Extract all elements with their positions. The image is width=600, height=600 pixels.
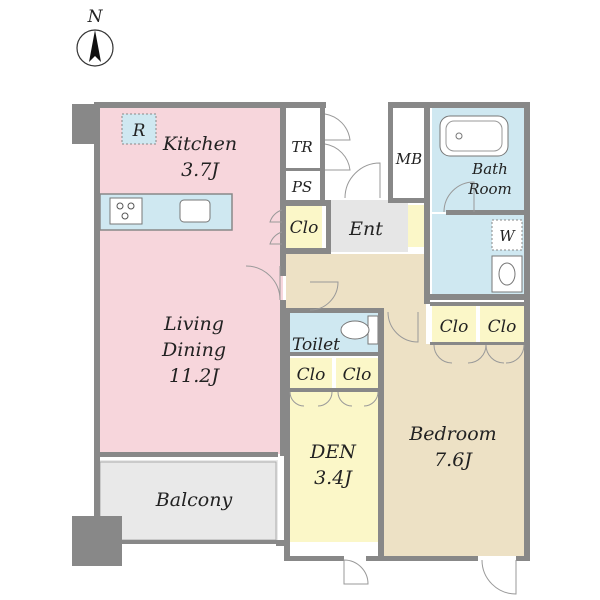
door-entrance (344, 162, 381, 199)
door-bath (443, 181, 475, 213)
shoe-box-area (408, 205, 424, 247)
toilet-label: Toilet (292, 335, 340, 355)
fridge-label: R (132, 121, 146, 141)
door-tr (324, 113, 351, 141)
mb-area (392, 106, 426, 202)
door-ps (324, 143, 351, 171)
entry-closet-area (286, 206, 322, 248)
door-bedroom (387, 311, 419, 343)
bedroom-size: 7.6J (434, 449, 473, 471)
north-arrow-icon (89, 30, 101, 62)
washbasin-icon (491, 255, 523, 293)
den-closet-2-area (336, 358, 378, 390)
doors (245, 113, 525, 595)
fridge-box (121, 113, 157, 145)
tr-label: TR (291, 138, 312, 156)
stove-icon (109, 197, 143, 225)
room-labels: R Kitchen 3.7J TR PS MB Bath Room Clo En… (132, 121, 517, 511)
mb-label: MB (395, 150, 422, 168)
sink-icon (179, 199, 211, 223)
north-compass: N (76, 7, 114, 67)
bedroom-closet-1-label: Clo (440, 317, 469, 337)
den-size: 3.4J (314, 467, 353, 489)
bedroom-closet-1-area (432, 306, 476, 342)
door-closet-bottom (269, 231, 283, 245)
den-closet-1-area (290, 358, 332, 390)
kitchen-size: 3.7J (181, 159, 220, 181)
washer-box (491, 219, 523, 251)
bathtub-icon (439, 115, 509, 157)
tr-ps-area (285, 106, 321, 202)
den-label: DEN (309, 441, 357, 463)
living-area (98, 106, 283, 454)
bath-label-2: Room (467, 180, 512, 198)
kitchen-label: Kitchen (162, 133, 237, 155)
ps-label: PS (291, 178, 312, 196)
door-living (245, 265, 281, 301)
entry-closet-label: Clo (290, 218, 319, 238)
bedroom-area (384, 310, 524, 556)
compass-label: N (87, 7, 104, 27)
living-size: 11.2J (169, 365, 220, 387)
fixtures (99, 113, 523, 541)
door-bedroom-bottom (481, 559, 517, 595)
bedroom-closet-2-label: Clo (488, 317, 517, 337)
bedroom-closet-2-area (480, 306, 524, 342)
living-label-2: Dining (161, 339, 226, 361)
den-area (290, 392, 378, 542)
entrance-area (330, 200, 408, 252)
hallway-area (286, 254, 426, 310)
walls (72, 102, 530, 566)
bedroom-label: Bedroom (408, 423, 496, 445)
balcony-area (98, 460, 278, 542)
bath-label-1: Bath (471, 160, 508, 178)
entrance-label: Ent (348, 218, 383, 240)
balcony-label: Balcony (155, 489, 233, 511)
door-closet-top (269, 209, 283, 223)
den-closet-1-label: Clo (297, 365, 326, 385)
door-toilet (309, 281, 339, 311)
washer-label: W (499, 227, 516, 245)
den-closet-2-label: Clo (343, 365, 372, 385)
door-den-bottom (343, 559, 369, 585)
toilet-icon (340, 320, 370, 340)
living-label-1: Living (163, 313, 224, 335)
